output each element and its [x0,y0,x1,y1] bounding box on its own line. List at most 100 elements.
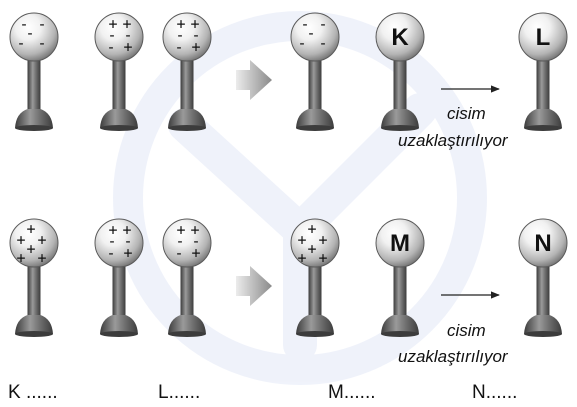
row2-before-electroscope-1: ++++++ [9,218,59,337]
row2-after-electroscope-3-letter: N [534,230,551,257]
row1-before-electroscope-1: ----- [9,12,59,131]
row1-after-electroscope-3-sphere [518,12,568,62]
row1-before-electroscope-3-charge: - [175,26,184,44]
row1-before-electroscope-1-charge: - [19,15,28,33]
row2-after-electroscope-3-base [524,315,562,334]
row1-after-electroscope-2: K [375,12,425,131]
row2-after-electroscope-1-charge: + [318,231,327,249]
row2-before-electroscope-1-charge: + [37,249,46,267]
row2-before-electroscope-2-charge: - [107,232,116,250]
row2-after-electroscope-1-sphere [290,218,340,268]
row2-after-electroscope-3: N [518,218,568,337]
row1-after-electroscope-3-base [524,109,562,128]
row2-after-electroscope-1-base [296,315,334,334]
row2-before-electroscope-1-base [15,315,53,334]
row2-before-electroscope-3-charge: + [190,221,199,239]
row2-before-electroscope-2-pole [112,263,126,315]
row1-after-electroscope-3: L [518,12,568,131]
row1-after-electroscope-3-letter: L [536,24,551,51]
row1-before-electroscope-2-sphere [94,12,144,62]
row2-after-electroscope-2-letter: M [390,230,410,257]
row2-after-electroscope-3-sphere [518,218,568,268]
row1-after-electroscope-1-sphere [290,12,340,62]
row2-before-electroscope-1-charge: + [26,220,35,238]
row1-before-electroscope-2-charge: - [106,38,115,56]
row2-before-electroscope-1-pole [27,263,41,315]
row2-after-electroscope-1-charge: + [297,231,306,249]
row1-caption-line2: uzaklaştırılıyor [398,131,508,150]
row1-before-electroscope-2-charge: + [123,38,132,56]
row2-before-electroscope-1-charge: + [16,249,25,267]
row2-before-electroscope-3-charge: - [174,244,183,262]
row1-before-electroscope-1-pole [27,57,41,109]
row1-before-electroscope-2-charge: + [108,15,117,33]
row2-before-electroscope-3-charge: + [176,221,185,239]
row1-before-electroscope-2-pole [112,57,126,109]
row1-before-electroscope-1-charge: - [25,24,34,42]
row2-after-electroscope-1-charge: + [307,240,316,258]
row1-before-electroscope-2-base [100,109,138,128]
row1-before-electroscope-3-charge: - [191,26,200,44]
row1-process-arrow-icon [236,60,272,100]
row1-after-electroscope-1-charge: - [300,15,309,33]
row2-after-electroscope-2-sphere [375,218,425,268]
row2-after-electroscope-2: M [375,218,425,337]
row2-after-electroscope-1-charge: + [307,220,316,238]
row1-after-electroscope-1-charge: - [306,24,315,42]
row1-before-electroscope-3-sphere [162,12,212,62]
row1-after-electroscope-2-base [381,109,419,128]
row1-before-electroscope-1-sphere [9,12,59,62]
row2-before-electroscope-3-charge: - [175,232,184,250]
row2-before-electroscope-2-base [100,315,138,334]
row2-after-electroscope-1-charge: + [318,249,327,267]
row2-after-electroscope-1: ++++++ [290,218,340,337]
answer-l: L...... [158,382,201,403]
row2-before-electroscope-3-pole [180,263,194,315]
row2-before-electroscope-1-sphere [9,218,59,268]
row2-caption-line1: cisim [447,321,486,340]
row1-before-electroscope-3-charge: - [174,38,183,56]
row2-before-electroscope-3-charge: + [191,244,200,262]
row1-before-electroscope-2-charge: - [123,26,132,44]
row2-before-electroscope-2-sphere [94,218,144,268]
row2-before-electroscope-1-charge: + [26,240,35,258]
row1-caption-line1: cisim [447,104,486,123]
row2-before-electroscope-2-charge: + [123,244,132,262]
row1-after-electroscope-2-sphere [375,12,425,62]
row2-after-electroscope-1-charge: + [297,249,306,267]
answer-m: M...... [328,382,376,403]
row2-after-electroscope-3-pole [536,263,550,315]
row1-before-electroscope-1-base [15,109,53,128]
row1-after-electroscope-1-charge: - [297,34,306,52]
answer-k: K ...... [8,382,58,403]
row2-caption-line2: uzaklaştırılıyor [398,347,508,366]
row1-before-electroscope-3-pole [180,57,194,109]
row2-after-electroscope-2-base [381,315,419,334]
row2-before-electroscope-2-charge: - [106,244,115,262]
row2-before-electroscope-2-charge: + [108,221,117,239]
row2-before-electroscope-1-charge: + [37,231,46,249]
row2-before-electroscope-3-sphere [162,218,212,268]
row1-after-electroscope-2-pole [393,57,407,109]
row1-after-electroscope-1: ----- [290,12,340,131]
row1-before-electroscope-3-charge: + [190,15,199,33]
row2-before-electroscope-2-charge: + [122,221,131,239]
row1-before-electroscope-3-charge: + [191,38,200,56]
row1-before-electroscope-3-base [168,109,206,128]
row2-process-arrow-icon [236,266,272,306]
row2-after-electroscope-2-pole [393,263,407,315]
row2-before-electroscope-3: ++---+ [162,218,212,337]
row2-before-electroscope-2: ++---+ [94,218,144,337]
row2-before-electroscope-1-charge: + [16,231,25,249]
row1-after-electroscope-3-pole [536,57,550,109]
row1-after-electroscope-1-base [296,109,334,128]
row1-after-electroscope-1-pole [308,57,322,109]
row1-before-electroscope-3-charge: + [176,15,185,33]
row1-before-electroscope-2-charge: - [107,26,116,44]
row2-before-electroscope-3-charge: - [191,232,200,250]
row1-after-electroscope-2-letter: K [391,24,409,51]
row2-before-electroscope-2-charge: - [123,232,132,250]
row1-after-electroscope-1-charge: - [318,15,327,33]
